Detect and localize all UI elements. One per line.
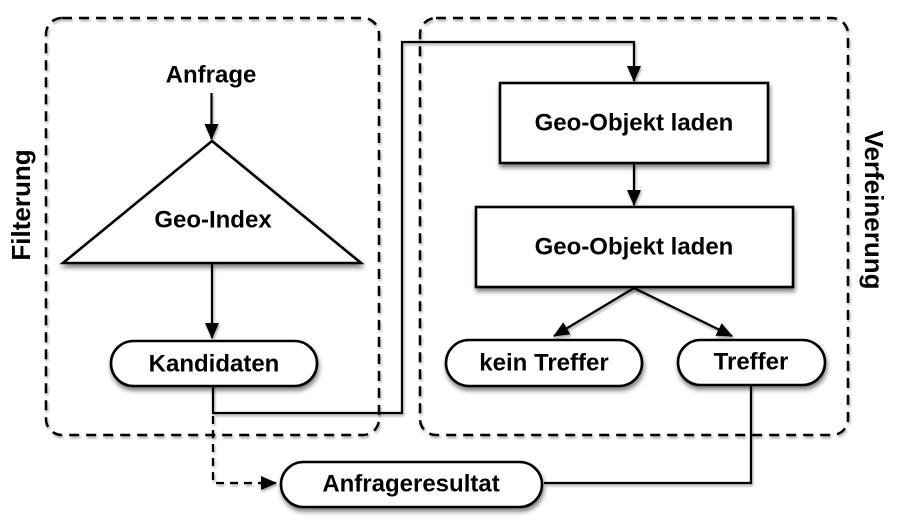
edge-geoobjekt2-to-treffer [633, 287, 733, 337]
edge-geoobjekt2-to-keintreffer [553, 287, 635, 337]
kandidaten-pill [109, 339, 319, 388]
filtering-phase-label: Filterung [6, 149, 36, 260]
kein-treffer-pill [444, 338, 644, 388]
edge-kandidaten-to-geoobjekt1 [211, 40, 641, 415]
kandidaten-label: Kandidaten [149, 351, 280, 378]
anfrageresultat-label: Anfrageresultat [322, 471, 499, 498]
treffer-label: Treffer [714, 349, 789, 376]
edge-kandidaten-to-anfrageresultat-dashed [211, 416, 277, 490]
treffer-pill [676, 338, 827, 387]
anfrage-label: Anfrage [166, 62, 257, 89]
kein-treffer-label: kein Treffer [479, 350, 608, 377]
geo-index-triangle [59, 139, 365, 265]
geo-objekt-laden-box-1 [498, 81, 770, 165]
refinement-phase-label: Verfeinerung [859, 131, 889, 290]
edge-treffer-to-anfrageresultat [544, 386, 753, 485]
geo-objekt-laden-box-2 [474, 205, 795, 289]
anfrageresultat-pill [279, 460, 544, 509]
geo-objekt-laden-2-label: Geo-Objekt laden [535, 234, 734, 261]
geo-objekt-laden-1-label: Geo-Objekt laden [535, 110, 734, 137]
geo-index-label: Geo-Index [154, 207, 272, 234]
refinement-phase-box [418, 16, 850, 437]
